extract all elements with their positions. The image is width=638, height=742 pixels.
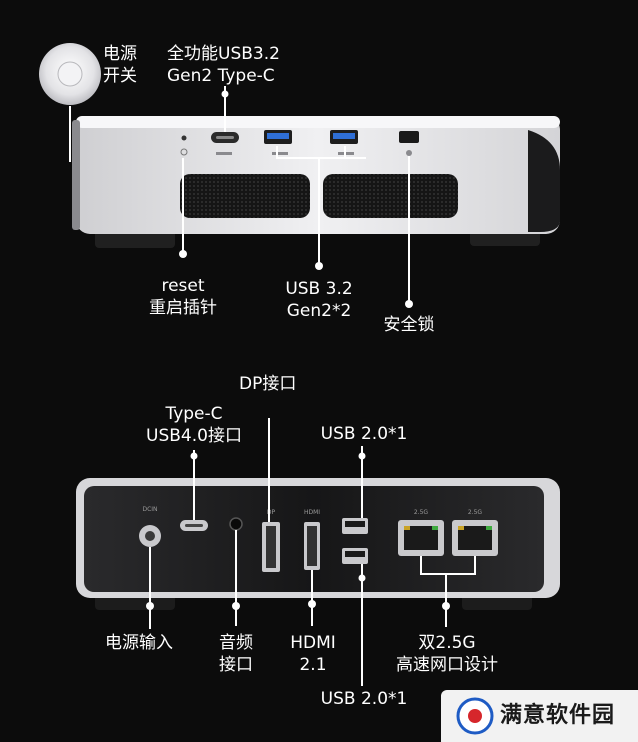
port-label-hdmi: HDMI bbox=[304, 509, 320, 516]
front-vent-right bbox=[323, 174, 458, 218]
port-label-dcin: DCIN bbox=[142, 506, 157, 513]
rear-usb2-port-2 bbox=[342, 548, 368, 564]
label-dp: DP接口 bbox=[239, 374, 297, 394]
label-power-in: 电源输入 bbox=[105, 633, 173, 653]
audio-jack bbox=[229, 517, 243, 531]
label-reset: reset 重启插针 bbox=[149, 276, 217, 318]
label-usb32: USB 3.2 Gen2*2 bbox=[285, 279, 353, 321]
label-usb20-bottom: USB 2.0*1 bbox=[320, 689, 408, 709]
rear-usb2-port-1 bbox=[342, 518, 368, 534]
label-lock: 安全锁 bbox=[383, 315, 435, 335]
front-usb-a-port-1 bbox=[264, 130, 292, 144]
port-label-lan2: 2.5G bbox=[468, 509, 483, 516]
label-power-switch: 电源 开关 bbox=[103, 44, 137, 86]
label-typec-usb4: Type-C USB4.0接口 bbox=[146, 404, 242, 446]
label-usb-c-full: 全功能USB3.2 Gen2 Type-C bbox=[167, 44, 280, 86]
label-lan: 双2.5G 高速网口设计 bbox=[396, 633, 498, 675]
back-device: DCIN DP HDMI 2.5G bbox=[76, 478, 560, 610]
front-usb-a-port-2 bbox=[330, 130, 358, 144]
port-label-lan1: 2.5G bbox=[414, 509, 429, 516]
watermark-text: 满意软件园 bbox=[500, 703, 616, 728]
label-audio: 音频 接口 bbox=[219, 633, 253, 675]
front-vent-left bbox=[180, 174, 310, 218]
port-label-dp: DP bbox=[267, 509, 276, 516]
label-usb20-top: USB 2.0*1 bbox=[320, 424, 408, 444]
lan-port-2 bbox=[452, 520, 498, 556]
front-device bbox=[72, 116, 560, 248]
lan-port-1 bbox=[398, 520, 444, 556]
label-hdmi: HDMI 2.1 bbox=[290, 633, 336, 675]
reset-hole bbox=[181, 135, 187, 141]
power-button bbox=[39, 43, 101, 105]
kensington-lock-slot bbox=[399, 131, 419, 143]
